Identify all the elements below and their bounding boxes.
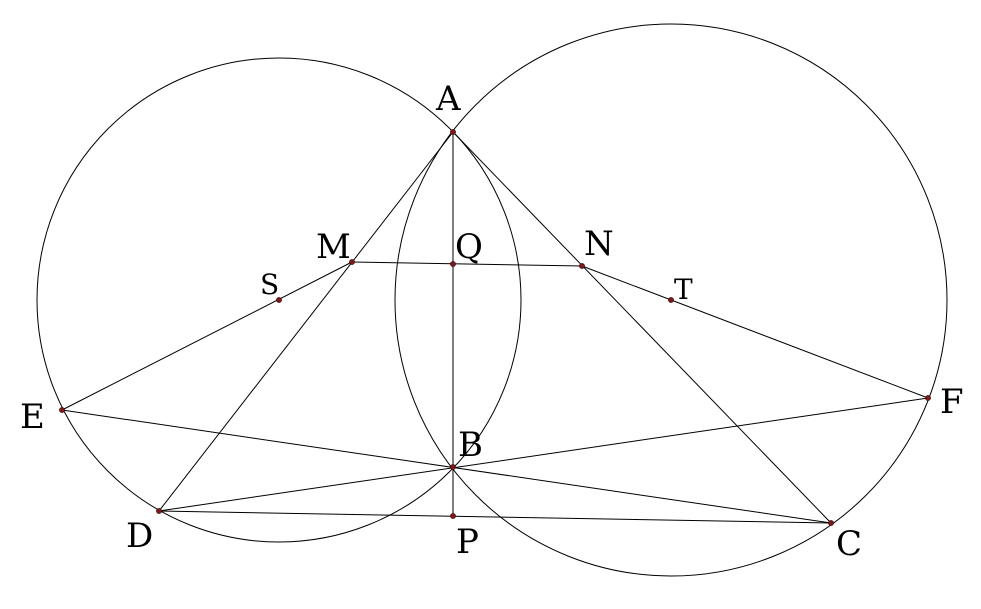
point-B: [450, 464, 456, 470]
label-C: C: [836, 524, 862, 564]
circle-right: [394, 23, 948, 577]
label-T: T: [674, 273, 693, 306]
segment-DF: [158, 397, 929, 512]
segment-AD: [158, 131, 454, 512]
label-N: N: [584, 224, 614, 264]
segment-AC: [452, 131, 832, 524]
label-S: S: [260, 268, 279, 301]
label-M: M: [316, 227, 351, 267]
point-E: [59, 407, 65, 413]
label-D: D: [126, 516, 153, 556]
segment-MN: [351, 261, 583, 267]
label-Q: Q: [455, 227, 483, 267]
point-N: [579, 263, 585, 269]
label-B: B: [458, 425, 483, 465]
segment-NF: [581, 265, 929, 399]
point-D: [156, 508, 162, 514]
point-F: [925, 395, 931, 401]
point-S: [276, 297, 282, 303]
segment-DC: [158, 510, 832, 524]
segment-EC: [61, 409, 832, 524]
segment-ME: [61, 261, 353, 411]
label-A: A: [435, 79, 461, 119]
circle-left: [36, 57, 522, 543]
point-T: [668, 297, 674, 303]
point-M: [349, 259, 355, 265]
point-A: [450, 129, 456, 135]
point-C: [828, 520, 834, 526]
point-P: [450, 513, 456, 519]
label-F: F: [940, 382, 964, 422]
label-E: E: [20, 397, 45, 437]
label-P: P: [456, 522, 479, 562]
point-Q: [450, 261, 456, 267]
